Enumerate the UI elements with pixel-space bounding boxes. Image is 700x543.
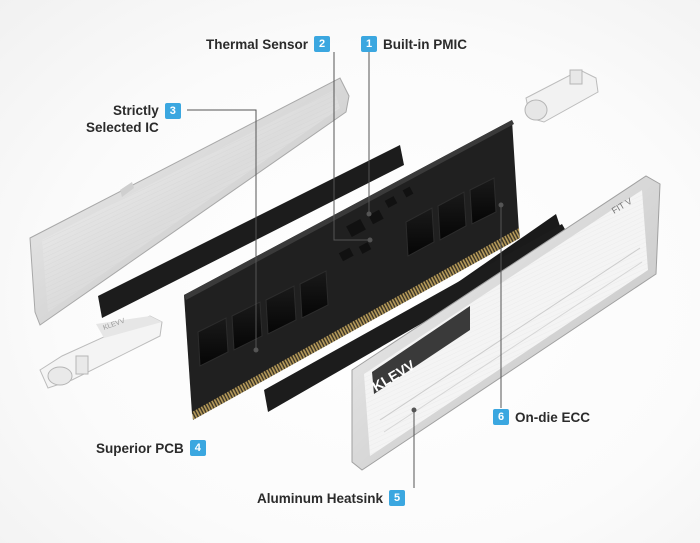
callout-badge: 3 (164, 103, 181, 119)
pmic-area (338, 186, 414, 262)
callout-label-line2: Selected IC (86, 120, 159, 135)
callout-label-multiline: Strictly Selected IC (86, 102, 159, 136)
left-thermal-pad (98, 145, 404, 318)
callout-built-in-pmic: 1 Built-in PMIC (361, 36, 467, 52)
callout-strictly-selected-ic: Strictly Selected IC 3 (86, 102, 181, 136)
callout-thermal-sensor: Thermal Sensor 2 (206, 36, 331, 52)
right-heatsink: KLEVV FIT V (351, 175, 661, 471)
callout-label-line1: Strictly (113, 103, 159, 118)
callout-badge: 4 (189, 440, 206, 456)
right-end-clip (524, 69, 599, 123)
callout-label: Thermal Sensor (206, 36, 309, 52)
callout-label: Superior PCB (96, 440, 184, 456)
callout-label: Aluminum Heatsink (257, 490, 384, 506)
callout-on-die-ecc: 6 On-die ECC (493, 409, 590, 425)
callout-label: On-die ECC (515, 409, 591, 425)
callout-badge: 6 (493, 409, 509, 425)
leader-line-2 (333, 52, 370, 241)
dram-chip-group-left (197, 270, 329, 367)
callout-aluminum-heatsink: Aluminum Heatsink 5 (257, 490, 406, 506)
callout-badge: 2 (314, 36, 331, 52)
callout-label: Built-in PMIC (383, 36, 467, 52)
memory-pcb (184, 120, 520, 420)
dram-chip-group-right (405, 177, 497, 257)
callout-badge: 5 (389, 490, 406, 506)
left-heatsink (29, 77, 350, 326)
callout-leader-lines (187, 52, 504, 488)
right-thermal-pad-lower (264, 224, 570, 412)
callout-superior-pcb: Superior PCB 4 (96, 440, 206, 456)
callout-badge: 1 (361, 36, 377, 52)
leader-line-3 (187, 109, 257, 350)
left-end-clip: KLEVV (39, 315, 163, 389)
